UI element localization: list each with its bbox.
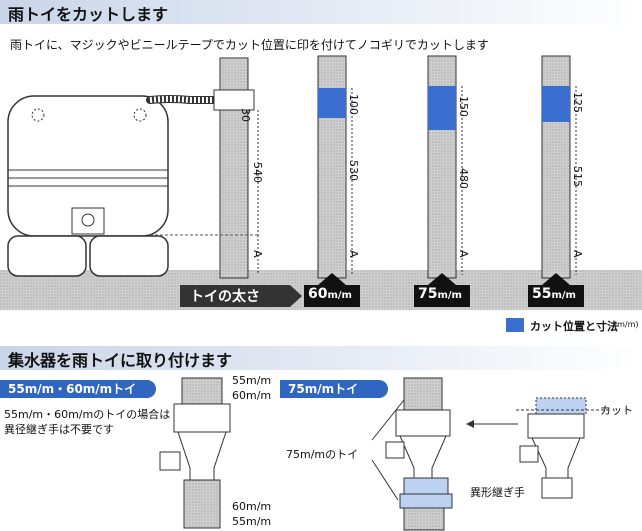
pipe-75: [427, 55, 463, 279]
size-55-num: 55: [532, 286, 552, 302]
left-bot-label-1: 60m/m: [232, 500, 272, 513]
size-75-unit: m/m: [437, 290, 462, 301]
pipe75-label: 75m/mのトイ: [286, 448, 359, 461]
pipe-60: [317, 55, 353, 279]
size-tag-55: 55m/m: [532, 286, 576, 302]
legend-unit: (m/m): [614, 320, 639, 329]
size-tag-75: 75m/m: [418, 286, 462, 302]
dim-540: 540: [251, 162, 264, 183]
size-60-num: 60: [308, 286, 328, 302]
size-75-num: 75: [418, 286, 438, 302]
dim-530: 530: [347, 160, 360, 181]
left-bot-label-2: 55m/m: [232, 515, 272, 528]
right-tag: 75m/mトイ: [280, 380, 388, 398]
legend-label: カット位置と寸法: [530, 320, 618, 333]
thickness-label: トイの太さ: [190, 289, 260, 305]
size-55-unit: m/m: [551, 290, 576, 301]
dim-a-4: A: [571, 250, 584, 258]
instruction-text: 雨トイに、マジックやビニールテープでカット位置に印を付けてノコギリでカットします: [10, 38, 489, 52]
left-top-label-1: 55m/m: [232, 374, 272, 387]
section1-header: 雨トイをカットします: [0, 0, 642, 24]
pipe-with-collector: [150, 57, 259, 279]
dim-30: 30: [239, 108, 252, 122]
size-60-unit: m/m: [327, 290, 352, 301]
left-top-label-2: 60m/m: [232, 389, 272, 402]
section2-title: 集水器を雨トイに取り付けます: [8, 351, 233, 370]
dim-150: 150: [457, 96, 470, 117]
cut-example: [466, 397, 610, 499]
dim-a-3: A: [457, 250, 470, 258]
dim-515: 515: [571, 166, 584, 187]
rain-tank: [7, 95, 169, 277]
joint-label: 異形継ぎ手: [470, 486, 525, 499]
section1-title: 雨トイをカットします: [8, 5, 169, 24]
left-tag: 55m/m・60m/mトイ: [0, 380, 156, 398]
thickness-label-bg: [180, 285, 290, 307]
dim-a-2: A: [347, 250, 360, 258]
right-assembly: [371, 377, 453, 531]
legend-swatch: [506, 318, 524, 332]
pipe-55: [541, 55, 577, 279]
left-note-1: 55m/m・60m/mのトイの場合は: [4, 408, 171, 421]
left-note-2: 異径継ぎ手は不要です: [4, 423, 114, 436]
section2-header: 集水器を雨トイに取り付けます: [0, 346, 642, 370]
dim-125: 125: [571, 92, 584, 113]
left-assembly: [159, 377, 231, 529]
size-tag-60: 60m/m: [308, 286, 352, 302]
cut-label: カット: [600, 404, 633, 417]
dim-480: 480: [457, 168, 470, 189]
dim-a-1: A: [251, 250, 264, 258]
dim-100: 100: [347, 94, 360, 115]
